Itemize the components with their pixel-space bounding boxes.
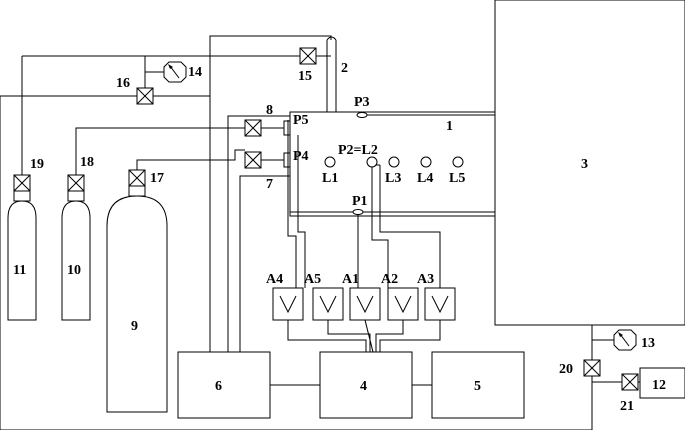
label-p3: P3 [354, 95, 370, 110]
label-21: 21 [620, 399, 634, 414]
valve-16 [136, 87, 154, 105]
label-15: 15 [298, 69, 312, 84]
valve-7 [244, 151, 262, 169]
analyzer-output-lines [287, 319, 441, 353]
cylinder-feed-lines [75, 127, 284, 175]
sensor-p1 [352, 209, 364, 215]
sensor-l3 [388, 156, 400, 168]
label-5: 5 [474, 379, 481, 394]
label-12: 12 [652, 378, 666, 393]
port-block-p5 [283, 120, 291, 136]
valve-17 [128, 169, 146, 187]
label-10: 10 [67, 263, 81, 278]
sensor-p2-l2 [366, 156, 378, 168]
valve-15 [299, 47, 317, 65]
valve-20 [583, 359, 601, 377]
analyzer-sample-lines [287, 120, 441, 288]
valve-18 [67, 174, 85, 192]
label-2: 2 [341, 61, 348, 76]
port-block-p4 [283, 152, 291, 168]
valve-to-box6-lines [227, 115, 290, 352]
cylinder-10 [61, 190, 91, 321]
analyzer-a4 [272, 287, 304, 321]
label-6: 6 [215, 379, 222, 394]
box-5 [431, 351, 525, 419]
valve-19 [13, 174, 31, 192]
label-l4: L4 [417, 171, 433, 186]
analyzer-a3 [424, 287, 456, 321]
gauge-14-branch [0, 56, 210, 430]
chamber-3 [494, 0, 685, 326]
label-a1: A1 [342, 272, 359, 287]
label-18: 18 [80, 155, 94, 170]
cylinder-9 [106, 185, 168, 413]
valve-21 [621, 373, 639, 391]
tube-2 [326, 36, 337, 112]
label-a2: A2 [381, 272, 398, 287]
label-4: 4 [360, 379, 367, 394]
gauge-13 [613, 329, 637, 351]
label-17: 17 [150, 171, 164, 186]
sensor-p3 [356, 112, 368, 118]
analyzer-a2 [387, 287, 419, 321]
label-9: 9 [131, 319, 138, 334]
label-a5: A5 [304, 272, 321, 287]
label-3: 3 [581, 157, 588, 172]
label-l1: L1 [322, 171, 338, 186]
label-14: 14 [188, 65, 202, 80]
box-6 [177, 351, 271, 419]
label-p1: P1 [352, 194, 368, 209]
label-l3: L3 [385, 171, 401, 186]
analyzer-a5 [312, 287, 344, 321]
box-12 [639, 367, 685, 399]
cylinder-11 [7, 190, 37, 321]
label-16: 16 [116, 76, 130, 91]
label-p5: P5 [293, 113, 309, 128]
label-a3: A3 [417, 272, 434, 287]
label-a4: A4 [266, 272, 283, 287]
label-1: 1 [446, 119, 453, 134]
label-7: 7 [266, 177, 273, 192]
box-4 [319, 351, 413, 419]
label-p4: P4 [293, 149, 309, 164]
label-13: 13 [641, 336, 655, 351]
label-l5: L5 [449, 171, 465, 186]
analyzer-a1 [349, 287, 381, 321]
label-19: 19 [30, 157, 44, 172]
label-20: 20 [559, 362, 573, 377]
label-11: 11 [13, 263, 26, 278]
label-p2-l2: P2=L2 [338, 143, 378, 158]
label-8: 8 [266, 103, 273, 118]
valve-8 [244, 119, 262, 137]
sensor-l5 [452, 156, 464, 168]
gauge-14 [163, 61, 187, 83]
sensor-l1 [324, 156, 336, 168]
sensor-l4 [420, 156, 432, 168]
